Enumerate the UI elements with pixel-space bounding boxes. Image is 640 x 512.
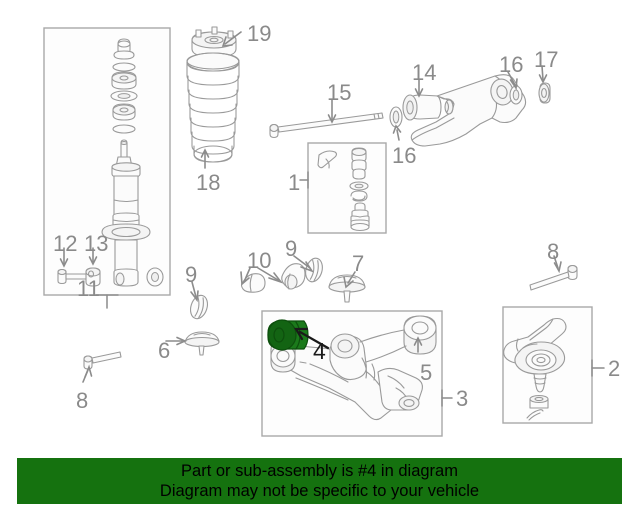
part-14-upper-arm-bushing [402,94,442,121]
leader-1 [299,171,309,189]
callout-label-3: 3 [456,386,469,411]
callout-arrow-14 [414,79,424,98]
callout-label-16-rear: 16 [499,52,524,77]
callout-label-15: 15 [327,80,352,105]
callout-arrow-13 [88,247,98,266]
callout-label-18: 18 [196,170,221,195]
part-16-washer-front [389,106,403,128]
callout-label-9-left: 9 [185,262,198,287]
shock-absorber-assembly [101,38,164,287]
bump-stop-kit-contents [317,147,370,232]
part-8-bolt-left [83,351,122,370]
callout-label-17: 17 [534,47,559,72]
part-12-bolt [57,268,91,285]
leader-2 [591,359,605,377]
callout-label-10: 10 [247,248,272,273]
callout-label-16-front: 16 [392,143,417,168]
callout-arrow-17 [538,65,548,84]
callout-arrow-19 [221,31,242,47]
callout-arrow-15 [327,99,337,124]
callout-label-14: 14 [412,60,437,85]
part-16-washer-rear [509,85,523,105]
callout-arrow-18 [200,148,210,169]
callout-label-13: 13 [84,231,109,256]
lower-control-arm [270,315,437,421]
callout-label-9-center: 9 [285,236,298,261]
notice-line-1: Part or sub-assembly is #4 in diagram [181,462,458,480]
callout-label-6: 6 [158,338,171,363]
callout-label-5: 5 [420,360,433,385]
part-7-dust-boot [328,274,366,303]
part-9-washer-left [189,294,209,320]
callout-arrow-10 [240,267,284,286]
callout-arrow-9-left [190,281,199,303]
callout-arrow-16-rear [507,71,518,91]
part-17-nut [538,82,551,104]
callout-label-7: 7 [352,251,365,276]
part-13-spacer [85,267,101,287]
callout-arrow-8-left [82,364,93,383]
callout-arrow-5 [413,336,423,353]
part-18-coil-spring [186,52,240,163]
callout-label-11: 11 [77,276,100,301]
callout-arrow-9-center [293,255,315,273]
part-4-control-arm-bushing-highlighted [267,319,309,351]
callout-label-19: 19 [247,21,272,46]
part-2-steering-knuckle [503,317,567,421]
callout-arrow-16-front [392,124,402,141]
callout-arrow-7 [343,271,356,289]
part-15-shaft-bolt [269,112,384,139]
leader-11 [95,294,119,309]
callout-arrow-4 [294,327,330,350]
part-10-bushing-retainer [240,263,306,293]
callout-label-8-left: 8 [76,388,89,413]
callout-label-1: 1 [288,170,301,195]
callout-arrow-8-right [553,255,562,274]
notice-banner: Part or sub-assembly is #4 in diagram Di… [17,458,622,504]
group-box-shock-absorber [43,27,171,296]
callout-arrow-12 [59,247,69,268]
part-8-bolt-right [529,264,578,291]
leader-3 [441,389,453,407]
part-6-clip [184,331,220,356]
callout-arrow-6 [165,336,187,346]
notice-line-2: Diagram may not be specific to your vehi… [159,482,480,500]
callout-label-2: 2 [608,356,621,381]
callout-label-12: 12 [53,231,78,256]
callout-label-4: 4 [313,338,326,364]
part-9-washer-center [305,257,323,283]
callout-label-8-right: 8 [547,239,560,264]
